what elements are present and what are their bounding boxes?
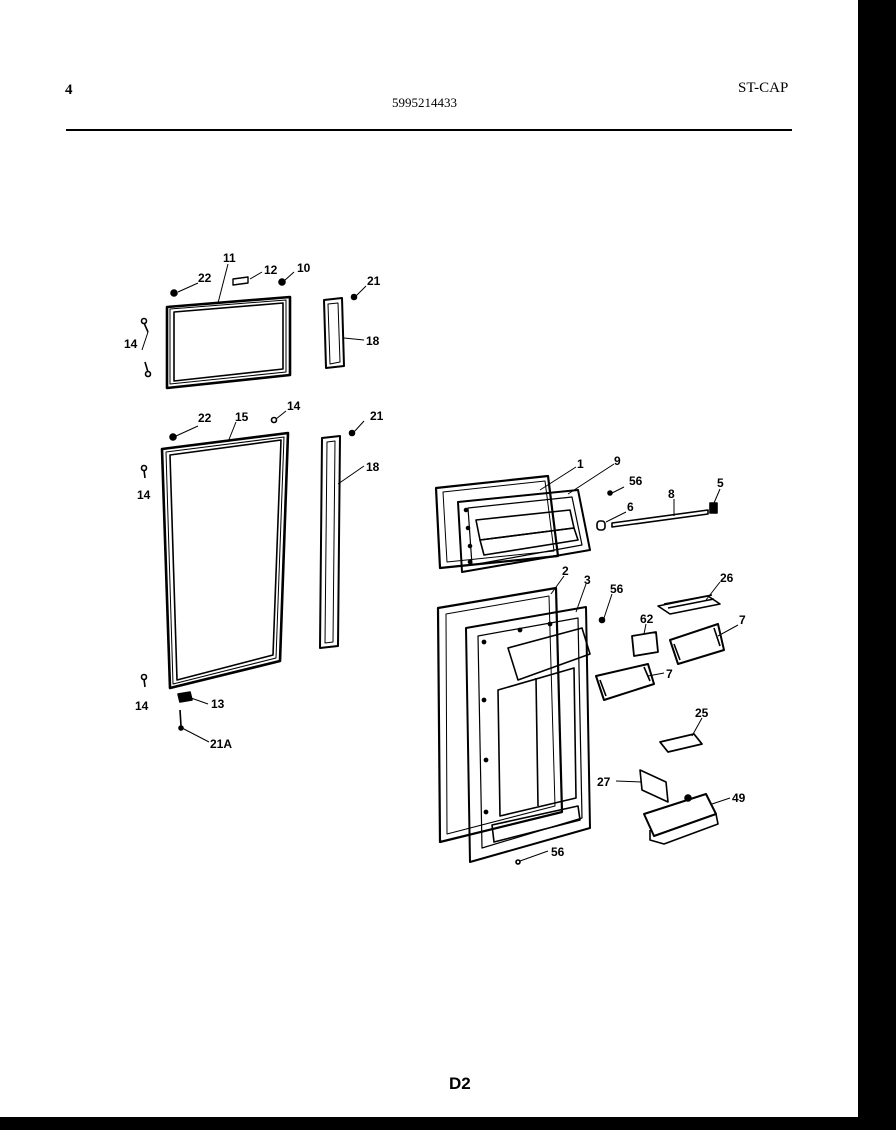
callout-14-left: 14 bbox=[137, 488, 151, 502]
callout-56-bottom: 56 bbox=[551, 845, 565, 859]
callout-14-upper: 14 bbox=[124, 337, 138, 351]
shelf-rod bbox=[611, 509, 709, 528]
callout-21-upper: 21 bbox=[367, 274, 381, 288]
callout-25: 25 bbox=[695, 706, 709, 720]
dairy-shelf-26 bbox=[657, 594, 721, 615]
header-rule bbox=[66, 129, 792, 131]
callout-18-lower: 18 bbox=[366, 460, 380, 474]
callout-11: 11 bbox=[223, 251, 236, 265]
page-number: 4 bbox=[65, 82, 73, 98]
parts-sheet: 4 5995214433 ST-CAP bbox=[0, 0, 858, 1117]
callout-14-right: 14 bbox=[287, 399, 301, 413]
fresh-food-door-handle bbox=[319, 435, 341, 649]
callout-49: 49 bbox=[732, 791, 746, 805]
part-62 bbox=[631, 631, 659, 657]
screw-56-middle bbox=[598, 616, 606, 624]
callout-labels: 11 12 10 22 21 14 18 22 15 14 21 14 18 1… bbox=[124, 251, 746, 859]
callout-18-upper: 18 bbox=[366, 334, 380, 348]
callout-15: 15 bbox=[235, 410, 249, 424]
callout-21A: 21A bbox=[210, 737, 232, 751]
door-bin-49 bbox=[643, 793, 719, 845]
screw-21-upper bbox=[350, 293, 358, 301]
callout-3: 3 bbox=[584, 573, 591, 587]
screw-14-bottom bbox=[140, 673, 148, 688]
callout-12: 12 bbox=[264, 263, 278, 277]
callout-56-middle: 56 bbox=[610, 582, 624, 596]
screw-14-right bbox=[270, 416, 278, 424]
callout-8: 8 bbox=[668, 487, 675, 501]
freezer-door-handle bbox=[323, 297, 345, 369]
screw-56-upper bbox=[607, 490, 613, 496]
callout-7-right: 7 bbox=[739, 613, 746, 627]
callout-1: 1 bbox=[577, 457, 584, 471]
callout-21-lower: 21 bbox=[370, 409, 384, 423]
freezer-door-liner bbox=[457, 489, 591, 573]
callout-9: 9 bbox=[614, 454, 621, 468]
callout-2: 2 bbox=[562, 564, 569, 578]
callout-26: 26 bbox=[720, 571, 734, 585]
door-bin-7-right bbox=[669, 623, 725, 665]
part-25-tray bbox=[659, 733, 703, 753]
exploded-parts-diagram: 11 12 10 22 21 14 18 22 15 14 21 14 18 1… bbox=[124, 251, 746, 865]
screw-21A bbox=[178, 709, 184, 731]
leader-lines bbox=[141, 263, 739, 862]
diagram-code: D2 bbox=[449, 1074, 471, 1093]
model-code: ST-CAP bbox=[738, 80, 789, 96]
fresh-food-door-liner bbox=[465, 606, 591, 863]
callout-27: 27 bbox=[597, 775, 611, 789]
callout-13: 13 bbox=[211, 697, 225, 711]
hinge-part-13 bbox=[177, 691, 193, 703]
callout-6: 6 bbox=[627, 500, 634, 514]
part-27-divider bbox=[639, 769, 669, 803]
screw-22-upper bbox=[170, 289, 178, 297]
callout-5: 5 bbox=[717, 476, 724, 490]
screw-10 bbox=[278, 278, 286, 286]
fresh-food-door-gasket bbox=[160, 431, 290, 690]
fresh-food-door-panel bbox=[436, 586, 564, 844]
screw-56-bottom bbox=[515, 859, 521, 865]
part-12-clip bbox=[232, 276, 249, 286]
callout-14-bottom: 14 bbox=[135, 699, 149, 713]
callout-56-upper: 56 bbox=[629, 474, 643, 488]
screw-14-left bbox=[140, 464, 148, 479]
rod-cap-6 bbox=[596, 520, 606, 531]
door-bin-7-left bbox=[595, 663, 655, 701]
part-number: 5995214433 bbox=[392, 95, 457, 110]
callout-7-left: 7 bbox=[666, 667, 673, 681]
screw-22-lower bbox=[169, 433, 177, 441]
freezer-door-gasket bbox=[165, 295, 292, 390]
rod-cap-5 bbox=[709, 502, 718, 514]
callout-22-upper: 22 bbox=[198, 271, 212, 285]
screw-21-lower bbox=[348, 429, 356, 437]
callout-10: 10 bbox=[297, 261, 311, 275]
screw-14-upper bbox=[140, 317, 152, 378]
freezer-door-panel bbox=[434, 474, 560, 570]
callout-62: 62 bbox=[640, 612, 654, 626]
callout-22-lower: 22 bbox=[198, 411, 212, 425]
